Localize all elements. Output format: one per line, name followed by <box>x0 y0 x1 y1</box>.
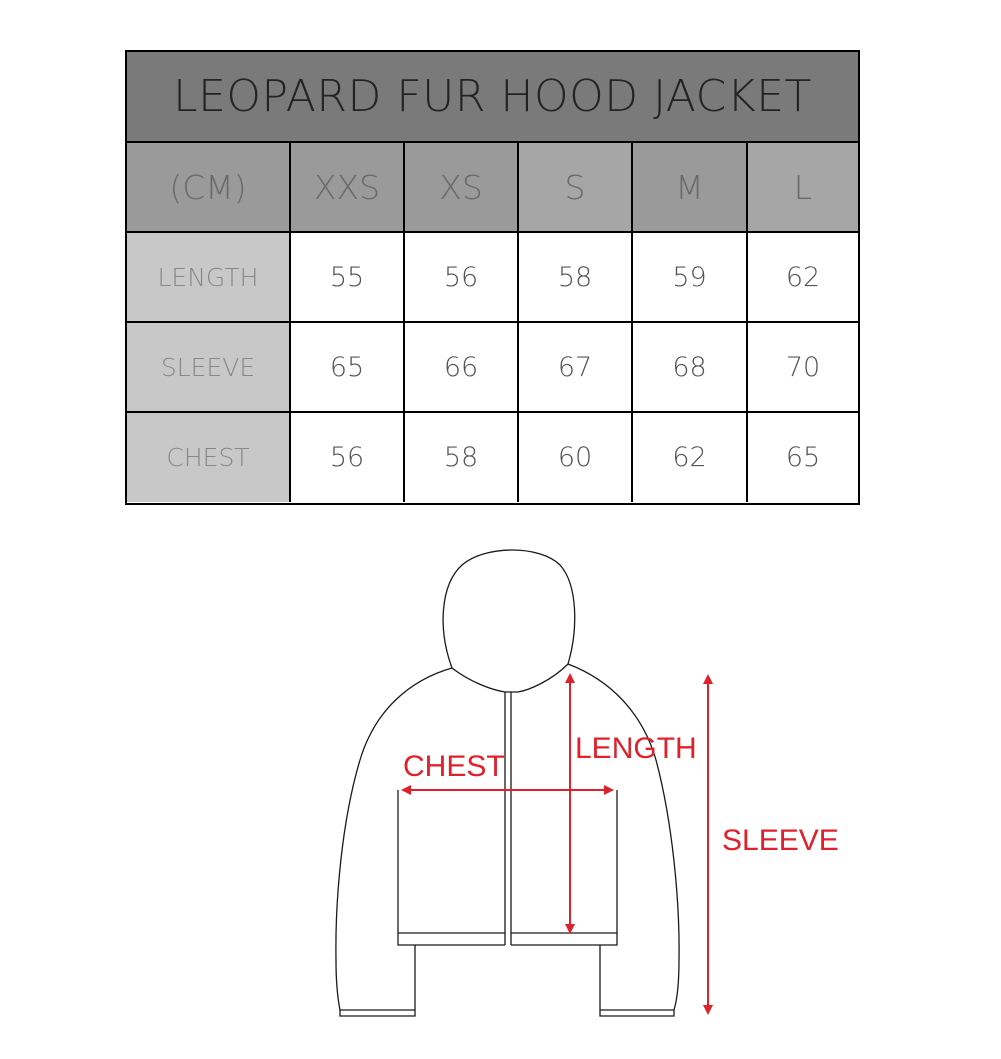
size-header-xxs: XXS <box>291 143 405 231</box>
table-cell: 56 <box>291 413 405 502</box>
left-sleeve-outer <box>335 667 453 1011</box>
size-header-m: M <box>633 143 748 231</box>
size-chart-table: LEOPARD FUR HOOD JACKET (CM) XXS XS S M … <box>125 50 860 505</box>
sleeve-label: SLEEVE <box>722 824 839 857</box>
table-cell: 70 <box>785 351 821 383</box>
header-row: (CM) XXS XS S M L <box>127 143 858 233</box>
table-cell: 60 <box>519 413 633 502</box>
row-label-sleeve: SLEEVE <box>127 323 291 411</box>
row-label-chest: CHEST <box>127 413 291 502</box>
unit-header: (CM) <box>127 143 291 231</box>
table-cell: 62 <box>633 413 748 502</box>
measurement-lines <box>401 673 713 1015</box>
size-grid: (CM) XXS XS S M L LENGTH 55 56 58 59 62 … <box>127 143 858 503</box>
right-sleeve-inner <box>599 945 675 1017</box>
table-row-sleeve: SLEEVE 65 66 67 68 70 <box>127 323 858 413</box>
product-title: LEOPARD FUR HOOD JACKET <box>173 71 812 122</box>
body-left <box>397 790 505 946</box>
row-label-length: LENGTH <box>127 233 291 321</box>
body-right <box>511 790 618 946</box>
size-header-l: L <box>748 143 858 231</box>
table-cell: 65 <box>291 323 405 411</box>
chest-label: CHEST <box>403 750 505 783</box>
table-row-chest: CHEST 56 58 60 62 65 <box>127 413 858 502</box>
neckline <box>451 663 569 693</box>
table-cell: 58 <box>405 413 519 502</box>
table-cell: 68 <box>633 323 748 411</box>
jacket-outline <box>335 549 680 1017</box>
table-cell: 66 <box>405 323 519 411</box>
table-cell: 55 <box>291 233 405 321</box>
table-cell: 59 <box>633 233 748 321</box>
right-sleeve-outer <box>567 663 680 1011</box>
size-header-xs: XS <box>405 143 519 231</box>
table-cell: 65 <box>785 442 821 473</box>
table-cell: 58 <box>519 233 633 321</box>
table-row-length: LENGTH 55 56 58 59 62 <box>127 233 858 323</box>
left-sleeve-inner <box>339 945 416 1017</box>
length-label: LENGTH <box>575 732 697 765</box>
table-title-bar: LEOPARD FUR HOOD JACKET <box>127 52 858 143</box>
size-header-s: S <box>519 143 633 231</box>
table-cell: 67 <box>519 323 633 411</box>
table-cell: 62 <box>785 261 821 293</box>
table-cell: 56 <box>405 233 519 321</box>
hood-outline <box>442 549 576 669</box>
